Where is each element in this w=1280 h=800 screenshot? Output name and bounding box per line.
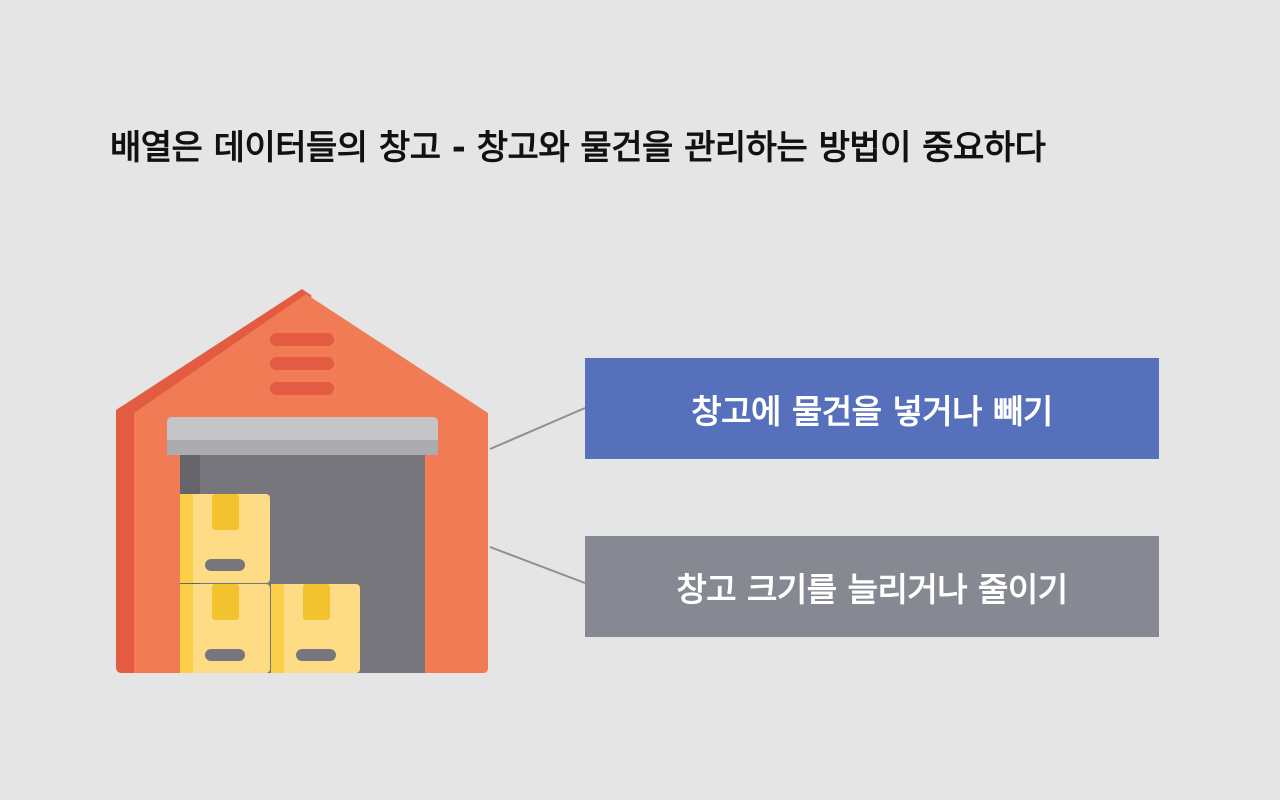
cargo-box bbox=[271, 584, 360, 673]
vent-slat bbox=[270, 382, 334, 395]
cargo-box bbox=[180, 584, 270, 673]
box-insert-remove: 창고에 물건을 넣거나 빼기 bbox=[585, 358, 1159, 459]
connector-line-bottom bbox=[489, 546, 586, 584]
cargo-box bbox=[180, 494, 270, 583]
page-title: 배열은 데이터들의 창고 - 창고와 물건을 관리하는 방법이 중요하다 bbox=[110, 128, 1046, 168]
vent-slat bbox=[270, 357, 334, 370]
vent-slat bbox=[270, 333, 334, 346]
box-resize: 창고 크기를 늘리거나 줄이기 bbox=[585, 536, 1159, 637]
warehouse-icon bbox=[116, 289, 488, 673]
connector-line-top bbox=[489, 407, 586, 450]
